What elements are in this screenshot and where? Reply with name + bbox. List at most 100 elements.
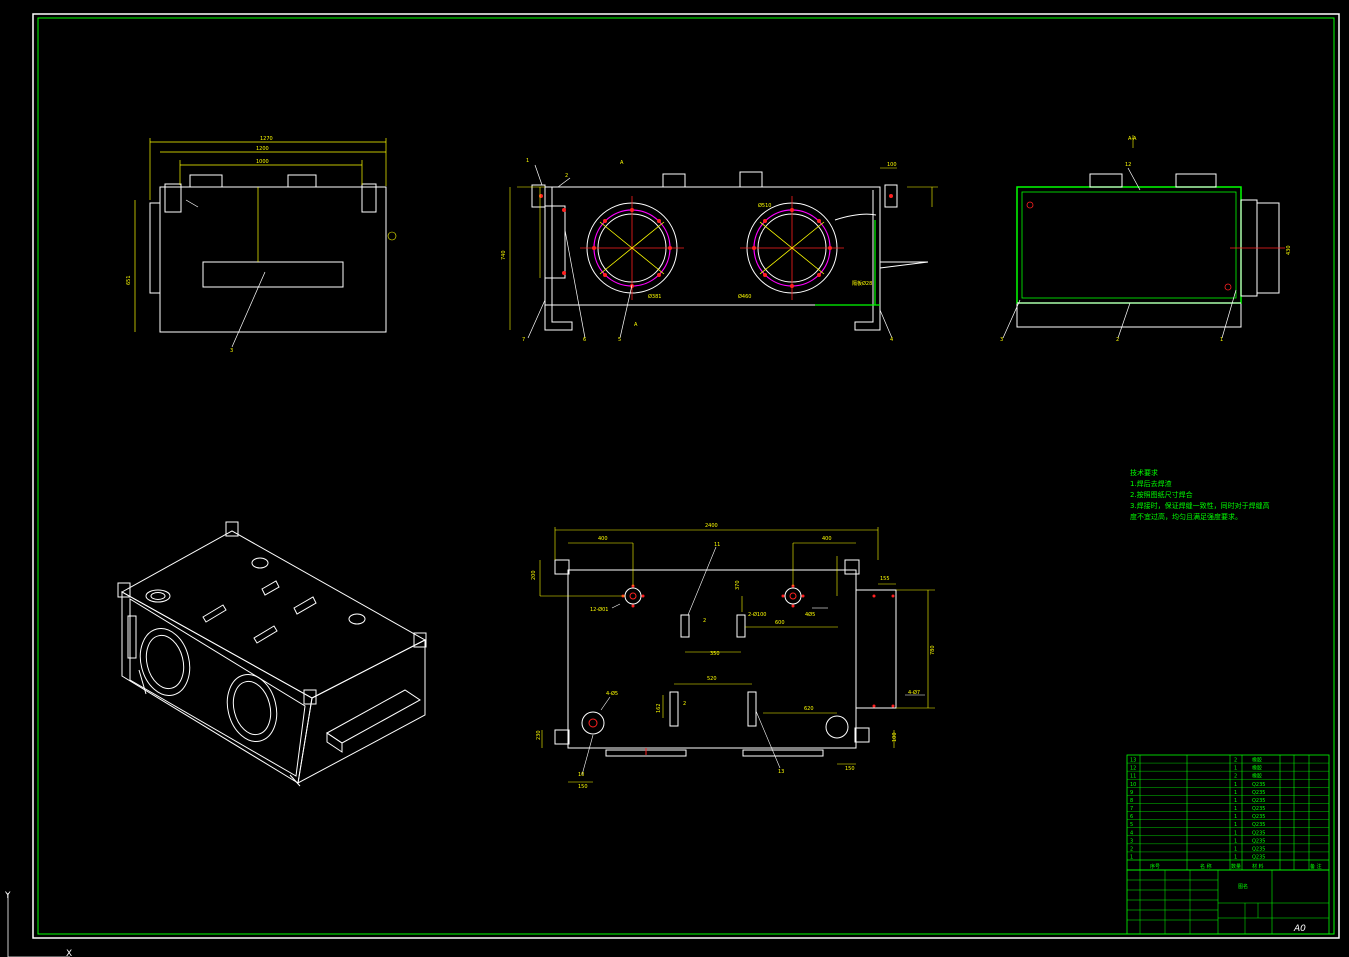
view-front: 740 100 Ø381 Ø460 Ø510 隔板Ø28 1 2 7 6 5 4…: [501, 158, 938, 343]
bom-row-no: 9: [1130, 790, 1133, 796]
svg-text:200: 200: [531, 570, 537, 580]
view-side-section: 3 2 1 12 A-A 430: [1000, 135, 1292, 343]
tech-req-item-3: 3.焊接时，保证焊缝一致性，同时对于焊缝高: [1130, 501, 1270, 510]
svg-text:1270: 1270: [260, 136, 273, 142]
svg-text:6: 6: [583, 337, 586, 343]
svg-text:2: 2: [565, 173, 568, 179]
sheet-size: A0: [1293, 924, 1306, 934]
svg-text:740: 740: [501, 250, 507, 260]
svg-text:520: 520: [707, 676, 717, 682]
title-block: 图名 A0: [1126, 869, 1330, 935]
bom-row-no: 1: [1130, 855, 1133, 861]
bom-row-qty: 1: [1234, 822, 1237, 828]
view-isometric: [117, 521, 427, 787]
svg-text:5: 5: [618, 337, 621, 343]
bom-row-no: 2: [1130, 846, 1133, 852]
bom-header-note: 备 注: [1310, 863, 1322, 870]
svg-text:4: 4: [890, 337, 893, 343]
svg-text:A: A: [620, 160, 624, 166]
bom-row-material: Q235: [1252, 838, 1265, 844]
svg-text:2: 2: [703, 618, 706, 624]
svg-text:2400: 2400: [705, 523, 718, 529]
bom-row-qty: 1: [1234, 830, 1237, 836]
svg-text:A-A: A-A: [1128, 136, 1137, 142]
bom-row-no: 6: [1130, 814, 1133, 820]
bom-row-material: Q235: [1252, 806, 1265, 812]
bom-header-material: 材 料: [1252, 863, 1264, 870]
bom-row-qty: 1: [1234, 814, 1237, 820]
bom-row-material: Q235: [1252, 814, 1265, 820]
bom-row-material: Q235: [1252, 830, 1265, 836]
bom-row-qty: 1: [1234, 766, 1237, 772]
view-plan: 2400 400 400 200 600 350 520 620 370 155…: [531, 523, 936, 790]
bom-row-no: 8: [1130, 798, 1133, 804]
bom-row-qty: 1: [1234, 782, 1237, 788]
tech-req-title: 技术要求: [1130, 468, 1158, 477]
bom-row-no: 7: [1130, 806, 1133, 812]
svg-text:651: 651: [126, 275, 132, 285]
bom-row-no: 10: [1130, 782, 1136, 788]
svg-text:3: 3: [230, 348, 233, 354]
bom-row-material: Q235: [1252, 822, 1265, 828]
bom-row-material: Q235: [1252, 855, 1265, 861]
bom-row-material: 橡胶: [1252, 773, 1262, 780]
bom-row-no: 3: [1130, 838, 1133, 844]
ucs-icon: Y X: [4, 891, 72, 957]
bom-row-material: Q235: [1252, 782, 1265, 788]
bom-row-qty: 1: [1234, 855, 1237, 861]
svg-text:150: 150: [845, 766, 855, 772]
svg-text:600: 600: [775, 620, 785, 626]
svg-text:2-Ø100: 2-Ø100: [748, 611, 766, 618]
svg-text:430: 430: [1286, 245, 1292, 255]
svg-text:620: 620: [804, 706, 814, 712]
svg-text:1: 1: [526, 158, 529, 164]
svg-text:13: 13: [778, 769, 784, 775]
bom-row-qty: 2: [1234, 774, 1237, 780]
bom-row-no: 11: [1130, 774, 1136, 780]
bom-row-no: 4: [1130, 830, 1133, 836]
svg-text:370: 370: [735, 580, 741, 590]
svg-text:3: 3: [1000, 337, 1003, 343]
bom-row-qty: 1: [1234, 798, 1237, 804]
svg-text:780: 780: [930, 645, 936, 655]
bom-header-qty: 数量: [1231, 863, 1241, 870]
bom-row-qty: 1: [1234, 790, 1237, 796]
drawing-name: 图名: [1238, 883, 1248, 890]
outer-border: [32, 13, 1340, 939]
bom-row-qty: 1: [1234, 846, 1237, 852]
bom-header-no: 序号: [1150, 863, 1160, 870]
svg-text:Ø460: Ø460: [738, 293, 751, 300]
svg-text:2: 2: [683, 701, 686, 707]
svg-text:10: 10: [578, 772, 584, 778]
svg-text:12: 12: [1125, 162, 1131, 168]
bom-row-material: Q235: [1252, 798, 1265, 804]
bom-row-material: Q235: [1252, 846, 1265, 852]
svg-text:12-Ø01: 12-Ø01: [590, 606, 608, 613]
svg-text:隔板Ø28: 隔板Ø28: [852, 280, 872, 287]
svg-text:400: 400: [822, 536, 832, 542]
bom-row-qty: 2: [1234, 758, 1237, 764]
view-left-elevation: 1270 1200 1000 651 3: [126, 136, 397, 354]
svg-text:2: 2: [1116, 337, 1119, 343]
tech-req-item-4: 度不宜过高，均匀且满足强度要求。: [1130, 512, 1242, 521]
svg-text:1: 1: [1220, 337, 1223, 343]
technical-requirements: 技术要求 1.焊后去焊渣 2.按照图纸尺寸焊合 3.焊接时，保证焊缝一致性，同时…: [1130, 468, 1270, 521]
svg-text:230: 230: [536, 730, 542, 740]
svg-text:400: 400: [598, 536, 608, 542]
svg-text:X: X: [66, 949, 72, 957]
bom-row-no: 13: [1130, 758, 1136, 764]
svg-text:162: 162: [656, 703, 662, 713]
bom-row-no: 12: [1130, 766, 1136, 772]
svg-text:155: 155: [880, 576, 890, 582]
inner-border: [37, 17, 1335, 935]
svg-text:4-Ø5: 4-Ø5: [606, 690, 618, 697]
svg-text:A: A: [634, 322, 638, 328]
svg-text:11: 11: [714, 542, 720, 548]
svg-text:150: 150: [578, 784, 588, 790]
svg-text:1200: 1200: [256, 146, 269, 152]
bom-row-material: Q235: [1252, 790, 1265, 796]
bom-row-qty: 1: [1234, 838, 1237, 844]
bom-row-material: 橡胶: [1252, 757, 1262, 764]
